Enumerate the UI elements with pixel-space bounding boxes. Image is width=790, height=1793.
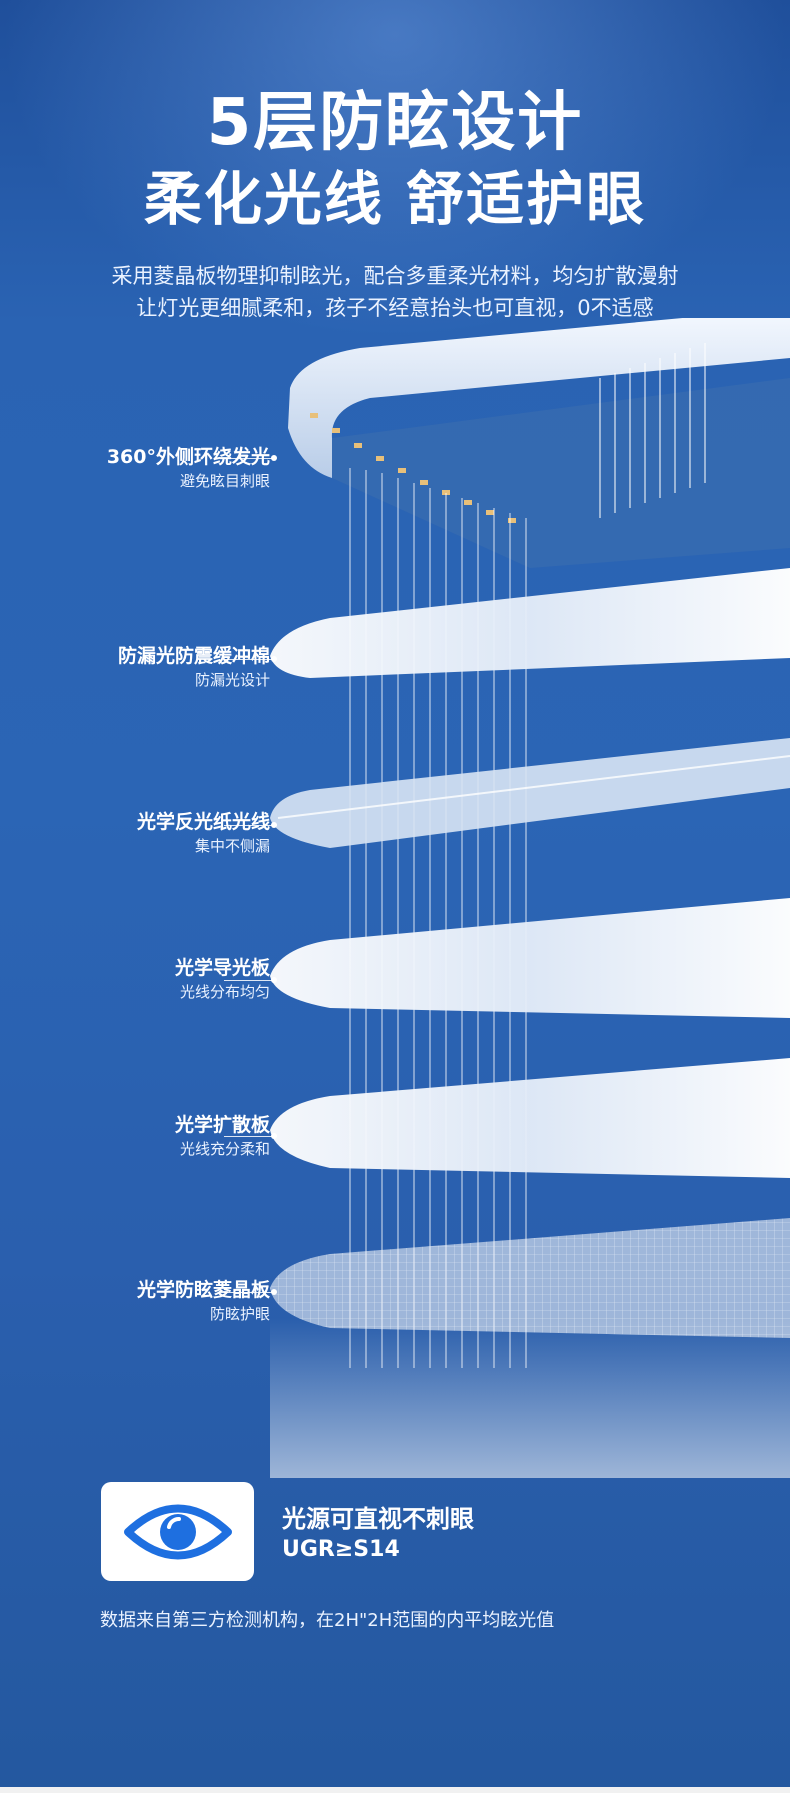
outer-frame-layer	[288, 318, 790, 568]
layer-label-1: 360°外侧环绕发光 避免眩目刺眼	[107, 444, 270, 492]
layer-label-6: 光学防眩菱晶板 防眩护眼	[137, 1277, 270, 1325]
light-guide-layer	[270, 898, 790, 1018]
layer-label-3: 光学反光纸光线 集中不侧漏	[137, 809, 270, 857]
ugr-headline: 光源可直视不刺眼	[282, 1505, 474, 1533]
eye-icon	[123, 1504, 232, 1559]
layer-4-title: 光学导光板	[174, 957, 270, 979]
layer-2-title: 防漏光防震缓冲棉	[117, 645, 270, 667]
layer-1-title: 360°外侧环绕发光	[106, 446, 270, 468]
layer-3-title: 光学反光纸光线	[136, 811, 270, 833]
leader-line-1	[224, 458, 276, 459]
layer-label-4: 光学导光板 光线分布均匀	[175, 955, 270, 1003]
leader-line-4	[224, 980, 276, 981]
background-glow	[0, 0, 790, 340]
layer-5-title: 光学扩散板	[174, 1114, 270, 1136]
ugr-value: UGR≥S14	[282, 1537, 400, 1562]
leader-line-5	[224, 1136, 276, 1137]
leader-line-6	[224, 1292, 276, 1293]
diffuser-layer	[270, 1058, 790, 1178]
layer-label-5: 光学扩散板 光线充分柔和	[175, 1112, 270, 1160]
cushion-layer	[270, 568, 790, 678]
leader-dot-1	[271, 455, 277, 461]
eye-badge	[101, 1482, 254, 1581]
layer-4-desc: 光线分布均匀	[179, 983, 270, 1001]
layers-svg	[270, 318, 790, 1478]
layer-1-desc: 避免眩目刺眼	[179, 472, 270, 490]
lamp-layers-illustration	[270, 318, 790, 1478]
layer-2-desc: 防漏光设计	[194, 671, 270, 689]
leader-dot-2	[271, 656, 277, 662]
data-source-note: 数据来自第三方检测机构，在2H"2H范围的内平均眩光值	[100, 1610, 555, 1631]
leader-dot-6	[271, 1289, 277, 1295]
bottom-divider	[0, 1787, 790, 1793]
leader-line-3	[224, 825, 276, 826]
layer-5-desc: 光线充分柔和	[179, 1140, 270, 1158]
bottom-glow	[270, 1318, 790, 1478]
leader-dot-4	[271, 977, 277, 983]
description-line-1: 采用菱晶板物理抑制眩光，配合多重柔光材料，均匀扩散漫射	[111, 264, 679, 288]
leader-dot-3	[271, 822, 277, 828]
layer-3-desc: 集中不侧漏	[194, 837, 270, 855]
leader-dot-5	[271, 1133, 277, 1139]
page-subtitle: 柔化光线 舒适护眼	[143, 165, 647, 233]
layer-6-title: 光学防眩菱晶板	[136, 1279, 270, 1301]
page-title: 5层防眩设计	[206, 86, 584, 160]
reflective-paper-layer	[270, 738, 790, 848]
description-line-2: 让灯光更细腻柔和，孩子不经意抬头也可直视，0不适感	[136, 296, 654, 320]
layer-6-desc: 防眩护眼	[209, 1305, 270, 1323]
leader-line-2	[224, 659, 276, 660]
prism-layer	[270, 1218, 790, 1338]
layer-label-2: 防漏光防震缓冲棉 防漏光设计	[118, 643, 270, 691]
